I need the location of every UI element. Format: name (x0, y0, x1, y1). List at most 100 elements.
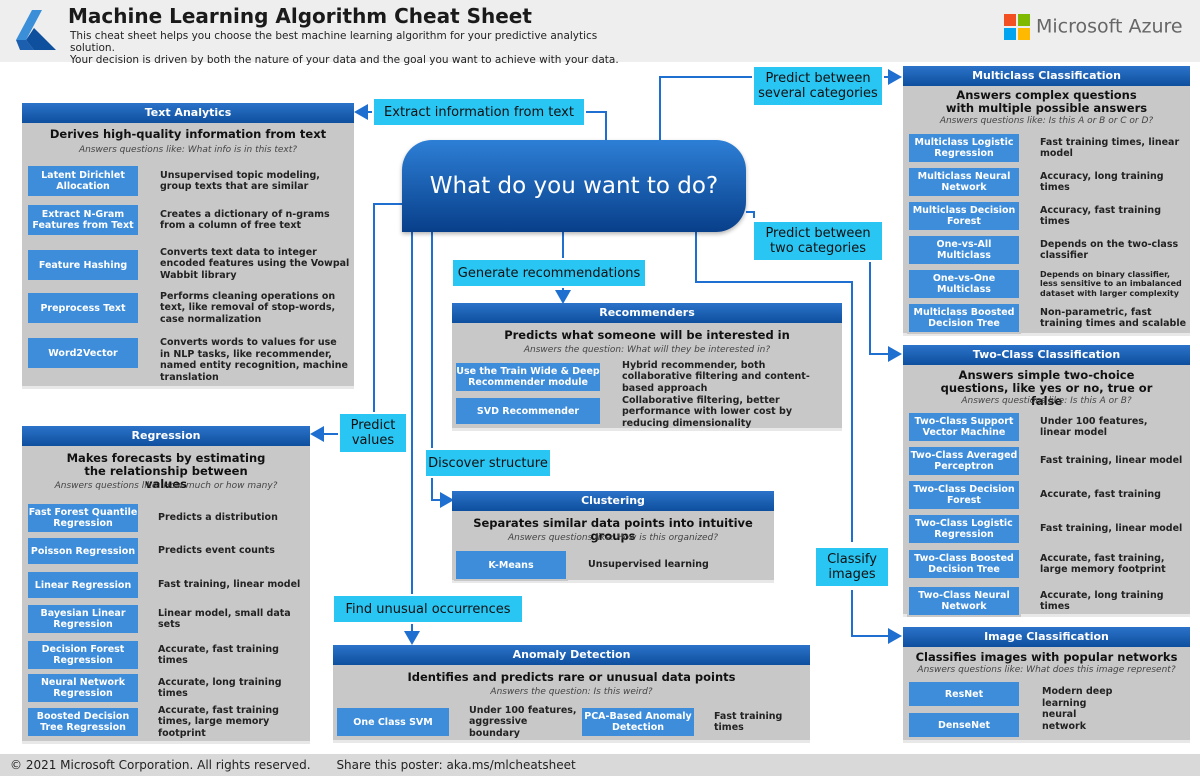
algorithm-description: Accurate, long training times (158, 676, 282, 700)
panel-title: Text Analytics (22, 103, 354, 123)
algorithm-description: Creates a dictionary of n-grams from a c… (160, 208, 330, 232)
header-bar: Machine Learning Algorithm Cheat Sheet T… (0, 0, 1200, 66)
algorithm-description: Accurate, long training times (1040, 589, 1164, 613)
algorithm-box[interactable]: Neural Network Regression (26, 672, 140, 704)
algorithm-box[interactable]: PCA-Based Anomaly Detection (580, 706, 696, 738)
algorithm-box[interactable]: Fast Forest Quantile Regression (26, 502, 140, 534)
algorithm-description: Predicts a distribution (158, 512, 278, 524)
algorithm-description: Unsupervised learning (588, 559, 709, 571)
panel-question: Answers the question: What will they be … (523, 345, 771, 355)
algorithm-description: Under 100 features, aggressive boundary (469, 704, 577, 739)
algorithm-box[interactable]: Two-Class Logistic Regression (907, 513, 1021, 545)
action-predict-values[interactable]: Predict values (338, 412, 408, 454)
algorithm-box[interactable]: Linear Regression (26, 570, 140, 600)
algorithm-description: Depends on the two-class classifier (1040, 238, 1179, 262)
panel-headline: Derives high-quality information from te… (49, 127, 327, 141)
action-extract-text[interactable]: Extract information from text (372, 97, 586, 127)
algorithm-box[interactable]: Word2Vector (26, 336, 140, 370)
algorithm-description: Fast training times, linear model (1040, 136, 1180, 160)
algorithm-description: Fast training, linear model (1040, 455, 1183, 467)
azure-ml-logo (16, 10, 56, 50)
algorithm-description: Converts text data to integer encoded fe… (160, 246, 350, 281)
algorithm-box[interactable]: One Class SVM (335, 706, 451, 738)
panel-headline: Answers complex questions with multiple … (945, 88, 1148, 115)
algorithm-description: Accurate, fast training (1040, 489, 1161, 501)
algorithm-box[interactable]: SVD Recommender (454, 396, 602, 426)
algorithm-box[interactable]: Use the Train Wide & Deep Recommender mo… (454, 361, 602, 393)
subtitle-line-1: This cheat sheet helps you choose the be… (70, 30, 598, 54)
algorithm-box[interactable]: Latent Dirichlet Allocation (26, 164, 140, 198)
algorithm-box[interactable]: Bayesian Linear Regression (26, 603, 140, 635)
algorithm-description: Hybrid recommender, both collaborative f… (622, 359, 810, 394)
algorithm-box[interactable]: Two-Class Averaged Perceptron (907, 445, 1021, 477)
panel-title: Image Classification (903, 627, 1190, 647)
algorithm-box[interactable]: Two-Class Neural Network (907, 585, 1021, 617)
central-question: What do you want to do? (402, 140, 746, 232)
panel-question: Answers questions like: How much or how … (54, 481, 278, 491)
brand-name: Microsoft Azure (1036, 15, 1183, 38)
panel-question: Answers questions like: What info is in … (78, 145, 298, 155)
algorithm-box[interactable]: Two-Class Decision Forest (907, 479, 1021, 511)
panel-question: Answers questions like: What does this i… (917, 665, 1176, 675)
panel-headline: Makes forecasts by estimating the relati… (66, 451, 266, 491)
algorithm-description: Accurate, fast training, large memory fo… (1040, 552, 1166, 576)
algorithm-box[interactable]: Multiclass Boosted Decision Tree (907, 302, 1021, 334)
algorithm-description: Fast training times (714, 710, 783, 734)
panel-title: Recommenders (452, 303, 842, 323)
algorithm-box[interactable]: Poisson Regression (26, 536, 140, 566)
algorithm-description: Collaborative filtering, better performa… (622, 394, 793, 429)
panel-title: Multiclass Classification (903, 66, 1190, 86)
algorithm-box[interactable]: One-vs-One Multiclass (907, 268, 1021, 300)
algorithm-box[interactable]: K-Means (454, 549, 568, 581)
algorithm-box[interactable]: Boosted Decision Tree Regression (26, 706, 140, 738)
panel-question: Answers questions like: Is this A or B o… (939, 116, 1154, 126)
algorithm-description: Accurate, fast training times (158, 643, 279, 667)
panel-headline: Identifies and predicts rare or unusual … (407, 670, 736, 684)
algorithm-box[interactable]: One-vs-All Multiclass (907, 234, 1021, 266)
share-link[interactable]: Share this poster: aka.ms/mlcheatsheet (336, 758, 576, 772)
algorithm-description: Unsupervised topic modeling, group texts… (160, 169, 320, 193)
action-classify-images[interactable]: Classify images (814, 546, 890, 588)
action-find-unusual[interactable]: Find unusual occurrences (332, 594, 524, 624)
algorithm-description: Fast training, linear model (158, 579, 301, 591)
panel-question: Answers the question: Is this weird? (490, 687, 653, 697)
algorithm-description: Modern deep learning neural network (1042, 686, 1113, 732)
algorithm-box[interactable]: Multiclass Logistic Regression (907, 132, 1021, 164)
panel-question: Answers questions like: How is this orga… (508, 533, 718, 543)
algorithm-description: Depends on binary classifier, less sensi… (1040, 269, 1182, 298)
algorithm-box[interactable]: Decision Forest Regression (26, 639, 140, 671)
algorithm-box[interactable]: Preprocess Text (26, 291, 140, 325)
panel-headline: Answers simple two-choice questions, lik… (940, 368, 1153, 408)
action-generate-recommendations[interactable]: Generate recommendations (451, 258, 647, 288)
algorithm-description: Accurate, fast training times, large mem… (158, 704, 279, 739)
algorithm-description: Predicts event counts (158, 545, 275, 557)
subtitle-line-2: Your decision is driven by both the natu… (70, 54, 619, 66)
algorithm-box[interactable]: Two-Class Support Vector Machine (907, 411, 1021, 443)
action-discover-structure[interactable]: Discover structure (424, 448, 552, 478)
panel-title: Regression (22, 426, 310, 446)
footer-bar: © 2021 Microsoft Corporation. All rights… (0, 754, 1200, 776)
algorithm-box[interactable]: ResNet (907, 680, 1021, 708)
algorithm-box[interactable]: Extract N-Gram Features from Text (26, 203, 140, 237)
panel-headline: Predicts what someone will be interested… (504, 328, 790, 342)
algorithm-box[interactable]: Feature Hashing (26, 248, 140, 282)
algorithm-description: Under 100 features, linear model (1040, 415, 1148, 439)
algorithm-description: Accuracy, long training times (1040, 170, 1164, 194)
copyright-text: © 2021 Microsoft Corporation. All rights… (10, 758, 311, 772)
algorithm-box[interactable]: Multiclass Neural Network (907, 166, 1021, 198)
algorithm-box[interactable]: Two-Class Boosted Decision Tree (907, 548, 1021, 580)
page-subtitle: This cheat sheet helps you choose the be… (70, 30, 630, 66)
algorithm-description: Converts words to values for use in NLP … (160, 337, 348, 383)
algorithm-box[interactable]: DenseNet (907, 711, 1021, 739)
panel-headline: Classifies images with popular networks (915, 650, 1178, 664)
panel-headline: Separates similar data points into intui… (473, 516, 753, 543)
algorithm-description: Performs cleaning operations on text, li… (160, 290, 336, 325)
page-title: Machine Learning Algorithm Cheat Sheet (68, 4, 532, 28)
action-predict-two[interactable]: Predict between two categories (752, 220, 884, 262)
brand-logo: Microsoft Azure (1004, 14, 1183, 40)
algorithm-box[interactable]: Multiclass Decision Forest (907, 200, 1021, 232)
panel-title: Anomaly Detection (333, 645, 810, 665)
panel-title: Clustering (452, 491, 774, 511)
microsoft-logo-icon (1004, 14, 1030, 40)
action-predict-several[interactable]: Predict between several categories (752, 65, 884, 107)
